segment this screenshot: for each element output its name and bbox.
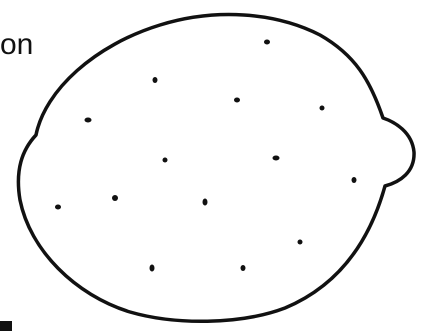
dot xyxy=(320,106,325,111)
dot xyxy=(264,40,270,45)
dot xyxy=(153,77,158,83)
corner-mark xyxy=(0,321,12,331)
dot xyxy=(163,158,168,163)
dot xyxy=(55,205,61,210)
dot xyxy=(273,156,280,161)
dots-group xyxy=(55,40,357,272)
dot xyxy=(85,118,92,123)
dot xyxy=(352,177,357,183)
dot xyxy=(150,265,155,272)
dot xyxy=(298,240,303,245)
dot xyxy=(241,265,246,271)
lemon-outline xyxy=(18,15,414,322)
dot xyxy=(112,195,118,201)
dot xyxy=(203,199,208,206)
dot xyxy=(234,98,240,103)
